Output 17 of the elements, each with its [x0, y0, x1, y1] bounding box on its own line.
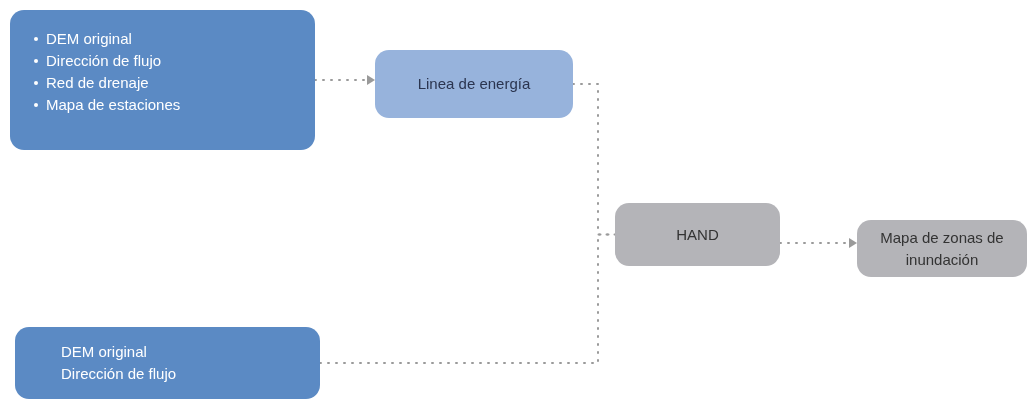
process-box	[375, 50, 573, 118]
list-item-text: Red de drenaje	[46, 73, 149, 93]
box-label: HAND	[675, 224, 720, 245]
box-label: Linea de energía	[416, 74, 532, 94]
process-box	[615, 203, 780, 266]
dotted-connector	[314, 75, 376, 85]
box-label: Dirección de flujo	[61, 364, 177, 384]
dotted-connector	[779, 238, 858, 248]
input-box	[10, 10, 315, 150]
box-label: Mapa de zonas de inundación	[879, 227, 1005, 270]
list-item-text: Mapa de estaciones	[46, 95, 181, 115]
list-item-text: Dirección de flujo	[46, 51, 162, 71]
input-box	[15, 327, 320, 399]
box-label: DEM original	[61, 342, 147, 362]
dotted-connector	[572, 83, 616, 236]
list-item-text: DEM original	[46, 29, 132, 49]
output-box	[857, 220, 1027, 277]
